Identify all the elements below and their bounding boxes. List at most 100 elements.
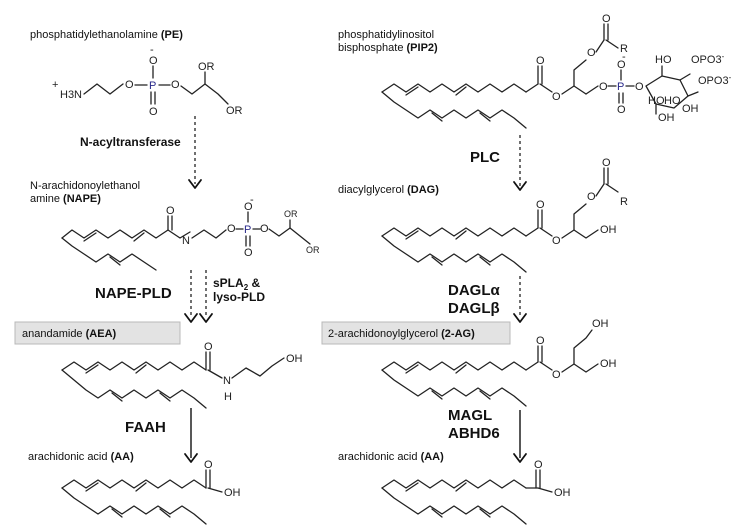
pip2-ring-oh-bottom: OH	[658, 112, 675, 124]
nape-o-carbonyl: O	[166, 205, 175, 217]
twoag-ester	[539, 361, 553, 371]
dag-glycerol-a	[561, 229, 599, 239]
pip2-db3	[455, 86, 467, 96]
right-aa-chain-bottom	[381, 487, 527, 525]
left-aa-label: arachidonic acid (AA)	[28, 451, 134, 463]
pe-p: P	[149, 80, 156, 92]
aea-highlight-box	[14, 321, 181, 345]
pip2-to-op	[585, 85, 599, 95]
pip2-to-co	[525, 83, 539, 93]
pip2-label-line1: phosphatidylinositol	[338, 29, 434, 41]
pe-plus: +	[52, 79, 58, 91]
pip2-o-acyl: O	[587, 47, 596, 59]
pe-label: phosphatidylethanolamine (PE)	[30, 29, 183, 41]
right-aa-label: arachidonic acid (AA)	[338, 451, 444, 463]
right-aa-oh: OH	[554, 487, 571, 499]
pip2-opo3-mid: OPO3-	[698, 73, 731, 87]
arrow-dag-to-2ag-head	[513, 313, 527, 323]
dag-acyl-r-bond	[605, 183, 619, 193]
pe-or1: OR	[198, 61, 215, 73]
twoag-chain-bottom	[381, 369, 527, 407]
nape-or2: OR	[306, 245, 320, 255]
pe-o-minus: -	[150, 44, 154, 56]
pip2-o-down: O	[617, 104, 626, 116]
pip2-ring-ho-top: HO	[655, 54, 672, 66]
pip2-acyl-r-bond	[605, 39, 619, 49]
right-aa-structure: O OH	[381, 459, 571, 525]
enzyme-nape-pld: NAPE-PLD	[95, 285, 172, 302]
left-aa-chain-top	[61, 479, 207, 489]
twoag-oh-right: OH	[600, 358, 617, 370]
pip2-db4	[479, 112, 491, 122]
nape-db3	[133, 232, 145, 242]
pip2-r: R	[620, 43, 628, 55]
aea-db2	[111, 392, 123, 402]
left-aa-coh-bond	[207, 487, 223, 493]
pip2-structure: O O O O R O P O - O O	[381, 13, 731, 129]
twoag-db1	[405, 364, 419, 374]
dag-to-co	[525, 227, 539, 237]
aea-chain-top	[61, 361, 207, 371]
dag-o-acyl: O	[587, 191, 596, 203]
enzyme-n-acyltransferase: N-acyltransferase	[80, 135, 181, 149]
dag-db4	[479, 256, 491, 266]
enzyme-abhd6: ABHD6	[448, 425, 500, 442]
arrow-nape-pld-head	[184, 313, 198, 323]
enzyme-spla2: sPLA2 &	[213, 276, 260, 292]
nape-chain-top	[61, 229, 191, 239]
pip2-chain-top	[381, 83, 527, 93]
twoag-oh-top: OH	[592, 318, 609, 330]
right-aa-db2	[431, 508, 443, 518]
dag-acyl-o: O	[602, 157, 611, 169]
pip2-o-phos: O	[599, 81, 608, 93]
left-aa-db1	[85, 482, 99, 492]
right-aa-db3	[455, 482, 467, 492]
nape-chain-bottom	[61, 237, 157, 271]
aea-label: anandamide (AEA)	[22, 328, 117, 340]
pe-o2: O	[171, 79, 180, 91]
twoag-o-ester: O	[552, 369, 561, 381]
pe-o-up: O	[149, 55, 158, 67]
twoag-to-co	[525, 361, 539, 371]
twoag-db3	[455, 364, 467, 374]
arrow-pe-to-nape-head	[188, 179, 202, 189]
right-aa-db4	[479, 508, 491, 518]
pip2-o-minus: -	[622, 51, 626, 63]
arrow-spla2-head	[199, 313, 213, 323]
nape-o-minus: -	[250, 194, 254, 206]
pip2-label-line2: bisphosphate (PIP2)	[338, 42, 438, 54]
pip2-glycerol-b	[573, 59, 587, 87]
nape-label-line2: amine (NAPE)	[30, 193, 101, 205]
pe-or2: OR	[226, 105, 243, 117]
pe-h3n: H3N	[60, 89, 82, 101]
aea-chain-bottom	[61, 369, 207, 409]
enzyme-magl: MAGL	[448, 407, 492, 424]
pip2-o-ester: O	[552, 91, 561, 103]
pe-o1: O	[125, 79, 134, 91]
arrow-2ag-to-aa-head	[513, 453, 527, 463]
nape-o-down: O	[244, 247, 253, 259]
nape-p: P	[244, 224, 251, 236]
aea-n: N	[223, 375, 231, 387]
pip2-ring-opo3b	[687, 91, 699, 97]
dag-structure: O O OH O O R	[381, 157, 628, 273]
right-pathway: phosphatidylinositol bisphosphate (PIP2)…	[321, 13, 731, 525]
right-aa-chain-top	[381, 479, 527, 489]
left-aa-db3	[135, 482, 147, 492]
pip2-db2	[431, 112, 443, 122]
dag-acyl-c	[595, 183, 605, 197]
arrow-aea-to-aa-head	[184, 453, 198, 463]
dag-ester	[539, 227, 553, 237]
twoag-structure: O O OH OH	[381, 318, 617, 407]
dag-chain-top	[381, 227, 527, 237]
enzyme-faah: FAAH	[125, 419, 166, 436]
pip2-acyl-o: O	[602, 13, 611, 25]
dag-glycerol-b	[573, 203, 587, 231]
twoag-glycerol-b	[573, 329, 593, 365]
pip2-p: P	[617, 81, 624, 93]
aea-h: H	[224, 391, 232, 403]
arrow-pip2-to-dag-head	[513, 181, 527, 191]
dag-label: diacylglycerol (DAG)	[338, 184, 439, 196]
right-aa-db1	[405, 482, 419, 492]
